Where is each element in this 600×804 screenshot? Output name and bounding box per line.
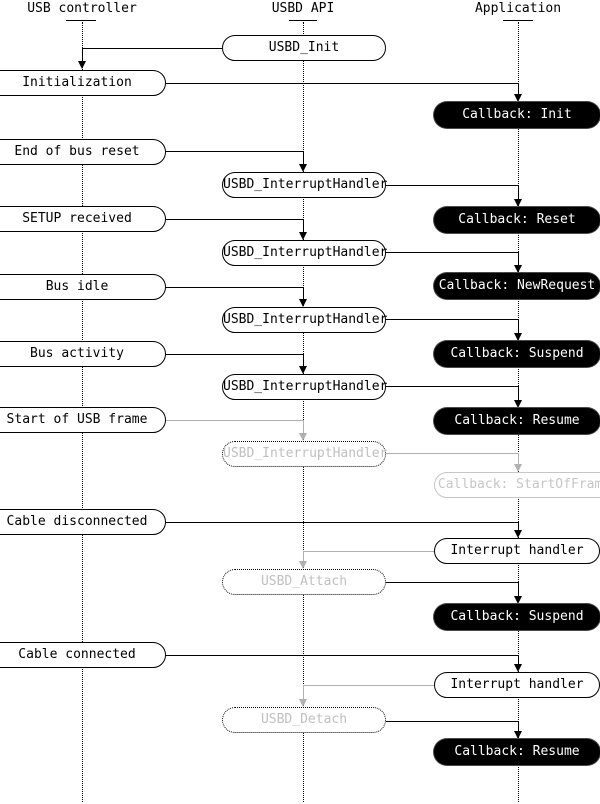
node-start-of-usb-frame: Start of USB frame [0,407,166,433]
node-callback-reset: Callback: Reset [434,207,600,233]
node-initialization: Initialization [0,70,166,96]
node-usbd-interrupthandler-1: USBD_InterruptHandler [222,172,387,198]
connector-busactivity-to-ih4-h [164,354,303,355]
node-callback-suspend-2: Callback: Suspend [434,604,600,630]
arrowhead-down-icon [514,596,522,604]
connector-cabledisc-to-inthandler1-v [518,522,519,530]
node-cable-disconnected: Cable disconnected [0,509,166,535]
node-callback-suspend-1: Callback: Suspend [434,341,600,367]
actor-usb-controller: USB controller [27,1,137,16]
connector-startframe-to-ih5-h [164,420,303,421]
connector-busactivity-to-ih4-v [303,354,304,366]
arrowhead-down-icon [514,400,522,408]
node-end-of-bus-reset: End of bus reset [0,139,166,165]
connector-initialization-to-cbinit-h [164,83,518,84]
connector-attach-to-cbsuspend2-v [518,582,519,596]
arrowhead-down-icon [299,433,307,441]
connector-attach-to-cbsuspend2-h [384,582,518,583]
connector-ih3-to-cbsuspend1-h [384,319,518,320]
connector-startframe-to-ih5-v [303,420,304,433]
node-usbd-attach-inactive: USBD_Attach [222,569,386,595]
arrowhead-down-icon [514,94,522,102]
arrowhead-down-icon [514,464,522,472]
connector-ih4-to-cbresume1-h [384,386,518,387]
node-callback-init: Callback: Init [434,102,600,128]
node-bus-activity: Bus activity [0,341,166,367]
connector-ih4-to-cbresume1-v [518,386,519,400]
connector-usbdinit-to-initialization-h [82,48,222,49]
arrowhead-down-icon [78,61,86,69]
arrowhead-down-icon [299,232,307,240]
connector-detach-to-cbresume2-v [518,721,519,731]
actor-tick-usbd-api [289,20,317,21]
arrowhead-down-icon [514,333,522,341]
connector-inthandler1-to-attach-v [303,551,304,561]
connector-ih1-to-cbreset-h [384,185,518,186]
connector-busidle-to-ih3-v [303,287,304,299]
arrowhead-down-icon [299,366,307,374]
connector-busidle-to-ih3-h [164,287,303,288]
actor-application: Application [474,1,562,16]
arrowhead-down-icon [514,731,522,739]
connector-initialization-to-cbinit-v [518,83,519,94]
arrowhead-down-icon [514,530,522,538]
arrowhead-down-icon [299,299,307,307]
connector-setup-to-ih2-h [164,219,303,220]
connector-inthandler1-to-attach-h [303,551,436,552]
connector-ih5-to-cbstartofframe-v [518,453,519,464]
arrowhead-down-icon [299,699,307,707]
arrowhead-down-icon [299,164,307,172]
connector-ih3-to-cbsuspend1-v [518,319,519,333]
node-setup-received: SETUP received [0,206,166,232]
lifeline-usbd-api [303,22,304,802]
node-usbd-detach-inactive: USBD_Detach [222,707,386,733]
node-usbd-interrupthandler-2: USBD_InterruptHandler [222,240,387,266]
connector-cableconn-to-inthandler2-v [518,655,519,664]
node-usbd-interrupthandler-4: USBD_InterruptHandler [222,374,387,400]
arrowhead-down-icon [514,664,522,672]
actor-tick-application [503,20,533,21]
connector-ih1-to-cbreset-v [518,185,519,199]
connector-endbusreset-to-ih1-v [303,151,304,164]
node-interrupt-handler-1: Interrupt handler [434,538,600,564]
connector-ih2-to-cbnewrequest-h [384,252,518,253]
node-callback-newrequest: Callback: NewRequest [434,273,600,299]
node-callback-resume-2: Callback: Resume [434,739,600,765]
connector-inthandler2-to-detach-v [303,685,304,699]
connector-cableconn-to-inthandler2-h [164,655,518,656]
connector-cabledisc-to-inthandler1-h [164,522,518,523]
connector-usbdinit-to-initialization-v [82,48,83,62]
node-callback-startofframe-inactive: Callback: StartOfFrame [434,472,600,498]
node-usbd-interrupthandler-5-inactive: USBD_InterruptHandler [222,441,387,467]
connector-ih5-to-cbstartofframe-h [384,453,518,454]
node-callback-resume-1: Callback: Resume [434,408,600,434]
node-usbd-init: USBD_Init [222,35,386,61]
node-cable-connected: Cable connected [0,642,166,668]
connector-inthandler2-to-detach-h [303,685,436,686]
arrowhead-down-icon [514,199,522,207]
connector-ih2-to-cbnewrequest-v [518,252,519,265]
arrowhead-down-icon [514,265,522,273]
arrowhead-down-icon [299,561,307,569]
node-bus-idle: Bus idle [0,274,166,300]
connector-setup-to-ih2-v [303,219,304,232]
actor-usbd-api: USBD API [271,1,335,16]
connector-detach-to-cbresume2-h [384,721,518,722]
connector-endbusreset-to-ih1-h [164,151,303,152]
node-interrupt-handler-2: Interrupt handler [434,672,600,698]
actor-tick-usb-controller [66,20,96,21]
node-usbd-interrupthandler-3: USBD_InterruptHandler [222,307,387,333]
